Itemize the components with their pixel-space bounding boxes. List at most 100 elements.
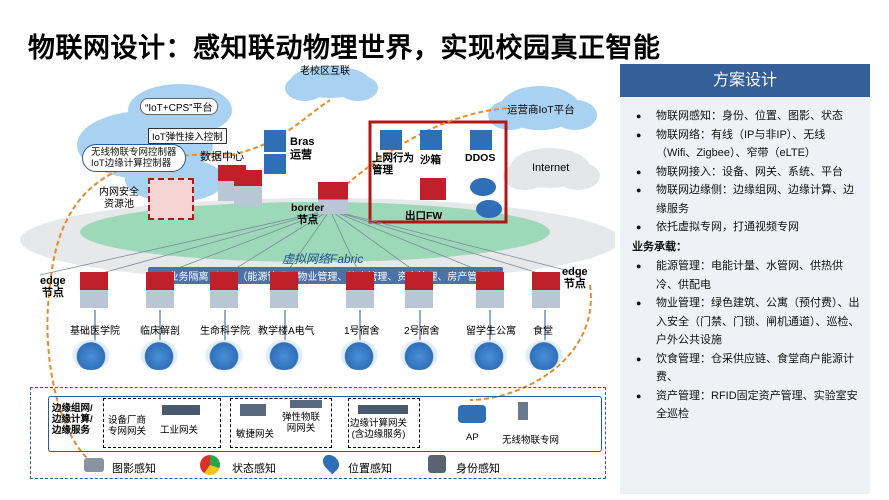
- building-label: 基础医学院: [70, 326, 120, 337]
- building-switch-icon: [346, 272, 374, 308]
- sandbox-label: 沙箱: [420, 154, 441, 166]
- building-switch-icon: [405, 272, 433, 308]
- ddos-label: DDOS: [465, 152, 496, 164]
- operator-iot-label: 运营商IoT平台: [507, 104, 575, 116]
- agile-gateway-icon: [240, 404, 266, 416]
- wireless-ap-icon: [470, 340, 508, 370]
- building-switch-icon: [476, 272, 504, 308]
- bras-device-icon: [264, 130, 286, 152]
- exit-firewall-icon: [420, 178, 446, 200]
- exit-router-icon: [476, 200, 502, 218]
- edge-ctrl-label: IoT边缘计算控制器: [91, 158, 172, 169]
- wireless-ap-icon: [140, 340, 178, 370]
- wireless-ap-icon: [400, 340, 438, 370]
- elastic-gateway-icon: [290, 400, 322, 408]
- wireless-ap-icon: [525, 340, 563, 370]
- edge-node-right-label: edge 节点: [562, 266, 588, 290]
- security-frame: [368, 120, 508, 224]
- bras-device-icon: [264, 154, 286, 174]
- datacenter-server-icon: [234, 170, 262, 206]
- industrial-gateway-icon: [162, 405, 200, 415]
- wireless-ctrl-label: 无线物联专网控制器: [91, 147, 177, 158]
- internet-label: Internet: [532, 162, 570, 174]
- building-label: 教学楼A电气: [258, 326, 315, 337]
- gateway-group-right: [348, 398, 420, 448]
- sense-identity-label: 身份感知: [456, 463, 500, 475]
- edge-node-left-label: edge 节点: [40, 275, 66, 299]
- sense-status-label: 状态感知: [232, 463, 276, 475]
- firewall-icon: [148, 178, 194, 220]
- gateway-group-mid: [230, 398, 332, 448]
- gw-elastic-label: 弹性物联 网网关: [282, 412, 321, 434]
- gw-industrial-label: 工业网关: [160, 425, 199, 436]
- bullet-item: 物业管理：绿色建筑、公寓（预付费）、出入安全（门禁、门锁、闸机通道）、巡检、户外…: [632, 294, 860, 350]
- bras-label: Bras 运营: [290, 136, 315, 161]
- old-campus-cloud: [285, 66, 378, 101]
- bullet-item: 饮食管理：仓采供应链、食堂商户能源计费、: [632, 350, 860, 387]
- link-edge-right: [469, 284, 592, 401]
- iot-isolation-bar: IoT业务隔离（VN）（能源管理、物业管理、饮食管理、资产管理、房产管理）: [148, 267, 504, 284]
- bullet-list-top: 物联网感知：身份、位置、图影、状态 物联网络：有线（IP与非IP）、无线（Wif…: [632, 107, 860, 237]
- online-behavior-label: 上网行为管理: [372, 152, 414, 176]
- wireless-ap-icon: [72, 340, 110, 370]
- bullet-item: 物联网感知：身份、位置、图影、状态: [632, 107, 860, 126]
- behavior-mgmt-icon: [380, 130, 402, 150]
- camera-icon: [84, 458, 104, 472]
- building-switch-icon: [532, 272, 560, 308]
- intranet-security-label: 内网安全资源池: [99, 187, 139, 210]
- edge-side-label: 边缘组网/ 边缘计算/ 边缘服务: [52, 403, 93, 436]
- edge-compute-gateway-icon: [358, 405, 408, 414]
- fingerprint-icon: [428, 455, 446, 473]
- iot-cps-label: “IoT+CPS”平台: [140, 98, 218, 115]
- building-label: 食堂: [533, 326, 553, 337]
- border-router-icon: [318, 182, 348, 214]
- building-switch-icon: [80, 272, 108, 308]
- wireless-ap-icon: [265, 340, 303, 370]
- internet-cloud: [503, 148, 600, 190]
- wireless-ap-icon: [205, 340, 243, 370]
- building-switch-icon: [210, 272, 238, 308]
- panel-header: 方案设计: [620, 64, 870, 97]
- wireless-ap-icon: [340, 340, 378, 370]
- iot-network-diagram: 老校区互联 “IoT+CPS”平台 IoT弹性接入控制 无线物联专网控制器 Io…: [0, 60, 615, 500]
- antenna-icon: [518, 402, 528, 420]
- wireless-iot-label: 无线物联专网: [502, 435, 560, 446]
- building-switch-icon: [270, 272, 298, 308]
- bullet-item: 物联网络：有线（IP与非IP）、无线（Wifi、Zigbee）、窄带（eLTE）: [632, 126, 860, 163]
- panel-body: 物联网感知：身份、位置、图影、状态 物联网络：有线（IP与非IP）、无线（Wif…: [620, 97, 870, 424]
- sub-heading: 业务承载：: [632, 240, 687, 253]
- ap-icon: [458, 405, 486, 423]
- link-old-campus: [229, 99, 331, 156]
- old-campus-label: 老校区互联: [300, 66, 350, 77]
- sense-image-label: 图影感知: [112, 463, 156, 475]
- bullet-item: 依托虚拟专网，打通视频专网: [632, 218, 860, 237]
- sandbox-icon: [420, 130, 442, 150]
- edge-side-frame: [30, 387, 606, 479]
- bullet-item: 物联网边缘侧：边缘组网、边缘计算、边缘服务: [632, 181, 860, 218]
- bullet-item: 物联网接入：设备、网关、系统、平台: [632, 163, 860, 182]
- wifi-links: [94, 310, 546, 345]
- building-label: 生命科学院: [200, 326, 250, 337]
- gw-devices-label: 设备厂商 专网网关: [108, 415, 147, 437]
- gauge-icon: [200, 455, 220, 475]
- bullet-list-bottom: 能源管理：电能计量、水管网、供热供冷、供配电 物业管理：绿色建筑、公寓（预付费）…: [632, 257, 860, 424]
- ddos-icon: [470, 130, 492, 150]
- border-node-label: border 节点: [291, 202, 325, 226]
- iot-elastic-label: IoT弹性接入控制: [148, 128, 227, 144]
- sense-location-label: 位置感知: [348, 463, 392, 475]
- solution-panel: 方案设计 物联网感知：身份、位置、图影、状态 物联网络：有线（IP与非IP）、无…: [620, 64, 870, 494]
- link-operator: [339, 107, 511, 191]
- exit-router-icon: [470, 178, 496, 196]
- link-edge-sense: [46, 284, 96, 466]
- fabric-links: [39, 209, 586, 276]
- building-label: 留学生公寓: [466, 326, 516, 337]
- gw-edge-compute-label: 边缘计算网关 (含边缘服务): [350, 418, 408, 440]
- building-label: 1号宿舍: [344, 326, 380, 337]
- link-edge-left: [49, 153, 236, 286]
- exit-fw-label: 出口FW: [405, 210, 443, 222]
- bullet-item: 能源管理：电能计量、水管网、供热供冷、供配电: [632, 257, 860, 294]
- data-center-label: 数据中心: [200, 151, 244, 163]
- controller-box: 无线物联专网控制器 IoT边缘计算控制器: [82, 144, 186, 172]
- ap-label: AP: [466, 432, 479, 443]
- building-label: 2号宿舍: [404, 326, 440, 337]
